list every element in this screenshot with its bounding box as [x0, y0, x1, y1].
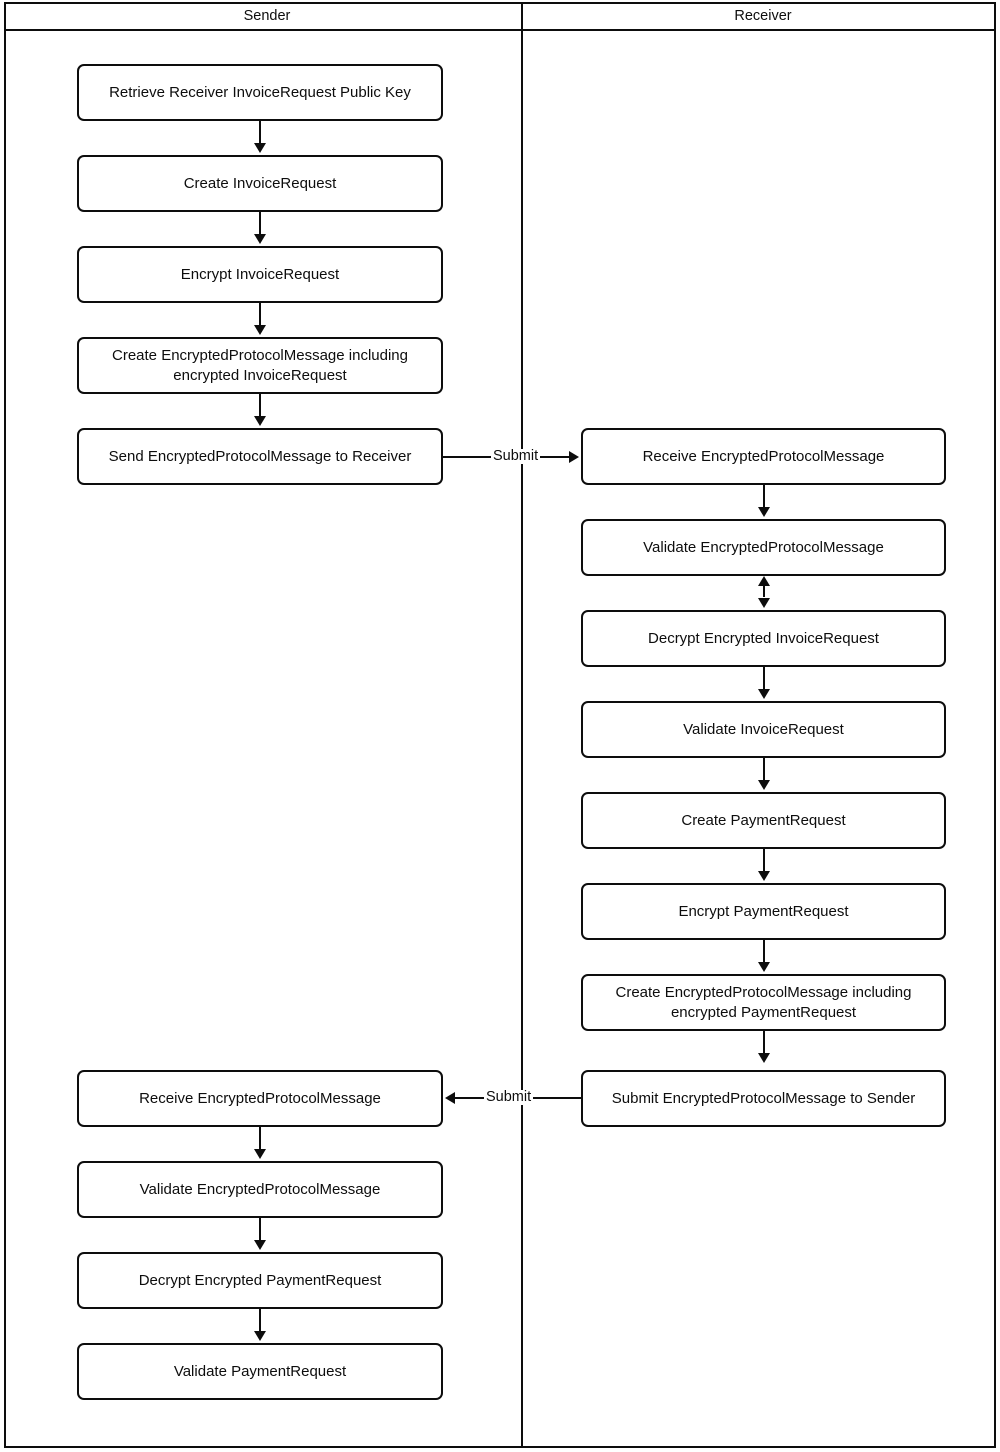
- lane-divider: [521, 2, 523, 1448]
- node-decrypt-encrypted-paymentrequest[interactable]: Decrypt Encrypted PaymentRequest: [77, 1252, 443, 1309]
- node-validate-paymentrequest[interactable]: Validate PaymentRequest: [77, 1343, 443, 1400]
- connector-r7-r8-line: [763, 1031, 765, 1055]
- connector-s4-s5-line: [259, 394, 261, 418]
- node-create-invoicerequest[interactable]: Create InvoiceRequest: [77, 155, 443, 212]
- connector-s6-s7-line: [259, 1127, 261, 1151]
- node-send-encryptedprotocolmessage-to-receiver[interactable]: Send EncryptedProtocolMessage to Receive…: [77, 428, 443, 485]
- connector-s8-s9-line: [259, 1309, 261, 1333]
- connector-r4-r5-line: [763, 758, 765, 782]
- node-receive-encryptedprotocolmessage-sender[interactable]: Receive EncryptedProtocolMessage: [77, 1070, 443, 1127]
- swimlane-header-band: Sender Receiver: [4, 2, 996, 31]
- lane-header-receiver: Receiver: [734, 8, 792, 24]
- edge-label-submit-to-sender: Submit: [484, 1089, 534, 1105]
- node-create-encryptedprotocolmessage-invoicerequest[interactable]: Create EncryptedProtocolMessage includin…: [77, 337, 443, 394]
- connector-r1-r2-line: [763, 485, 765, 509]
- connector-r3-r4-arrowhead: [758, 689, 770, 699]
- connector-s2-s3-line: [259, 212, 261, 236]
- connector-r7-r8-arrowhead: [758, 1053, 770, 1063]
- connector-s7-s8-line: [259, 1218, 261, 1242]
- connector-r2-r3-arrowhead-up: [758, 576, 770, 586]
- connector-r5-r6-line: [763, 849, 765, 873]
- node-encrypt-invoicerequest[interactable]: Encrypt InvoiceRequest: [77, 246, 443, 303]
- node-receive-encryptedprotocolmessage-receiver[interactable]: Receive EncryptedProtocolMessage: [581, 428, 946, 485]
- connector-s3-s4-line: [259, 303, 261, 327]
- node-retrieve-receiver-public-key[interactable]: Retrieve Receiver InvoiceRequest Public …: [77, 64, 443, 121]
- connector-s1-s2-line: [259, 121, 261, 145]
- connector-s4-s5-arrowhead: [254, 416, 266, 426]
- connector-r6-r7-line: [763, 940, 765, 964]
- connector-r2-r3-arrowhead-down: [758, 598, 770, 608]
- connector-submit-to-receiver-arrowhead: [569, 451, 579, 463]
- connector-r5-r6-arrowhead: [758, 871, 770, 881]
- connector-s3-s4-arrowhead: [254, 325, 266, 335]
- node-validate-invoicerequest[interactable]: Validate InvoiceRequest: [581, 701, 946, 758]
- connector-s6-s7-arrowhead: [254, 1149, 266, 1159]
- node-create-paymentrequest[interactable]: Create PaymentRequest: [581, 792, 946, 849]
- connector-r4-r5-arrowhead: [758, 780, 770, 790]
- connector-r6-r7-arrowhead: [758, 962, 770, 972]
- connector-s7-s8-arrowhead: [254, 1240, 266, 1250]
- node-create-encryptedprotocolmessage-paymentrequest[interactable]: Create EncryptedProtocolMessage includin…: [581, 974, 946, 1031]
- node-submit-encryptedprotocolmessage-to-sender[interactable]: Submit EncryptedProtocolMessage to Sende…: [581, 1070, 946, 1127]
- lane-header-sender: Sender: [243, 8, 291, 24]
- node-encrypt-paymentrequest[interactable]: Encrypt PaymentRequest: [581, 883, 946, 940]
- node-validate-encryptedprotocolmessage-receiver[interactable]: Validate EncryptedProtocolMessage: [581, 519, 946, 576]
- connector-submit-to-sender-arrowhead: [445, 1092, 455, 1104]
- edge-label-submit-to-receiver: Submit: [491, 448, 541, 464]
- connector-s1-s2-arrowhead: [254, 143, 266, 153]
- connector-r1-r2-arrowhead: [758, 507, 770, 517]
- node-validate-encryptedprotocolmessage-sender[interactable]: Validate EncryptedProtocolMessage: [77, 1161, 443, 1218]
- connector-r2-r3-line: [763, 579, 765, 597]
- node-decrypt-encrypted-invoicerequest[interactable]: Decrypt Encrypted InvoiceRequest: [581, 610, 946, 667]
- connector-s8-s9-arrowhead: [254, 1331, 266, 1341]
- connector-s2-s3-arrowhead: [254, 234, 266, 244]
- connector-r3-r4-line: [763, 667, 765, 691]
